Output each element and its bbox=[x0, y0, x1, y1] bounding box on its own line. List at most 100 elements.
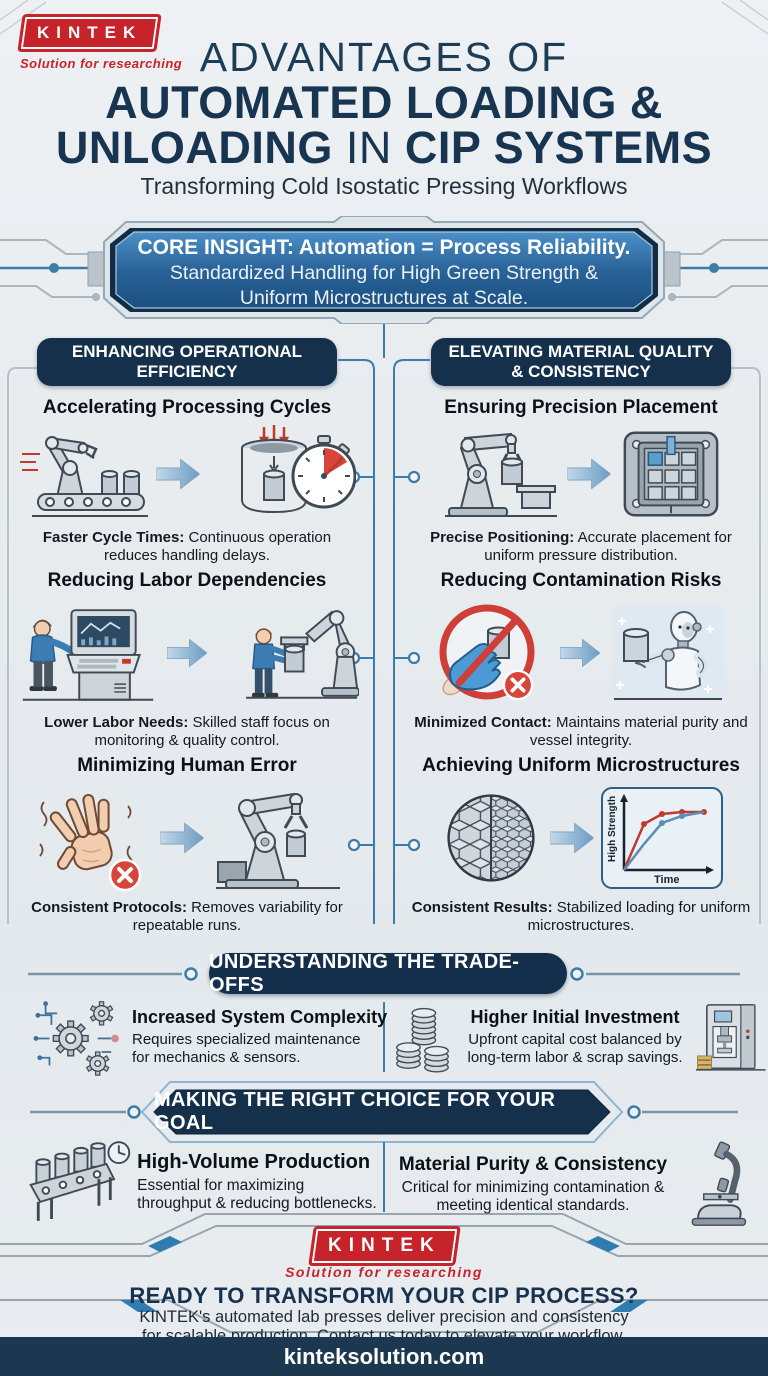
section-accelerating-cycles: Accelerating Processing Cycles bbox=[15, 397, 359, 565]
section-contamination: Reducing Contamination Risks bbox=[409, 570, 753, 750]
choice-desc: Essential for maximizing throughput & re… bbox=[137, 1177, 377, 1212]
title-in: IN bbox=[332, 122, 405, 173]
tradeoff-title: Increased System Complexity bbox=[132, 1007, 388, 1027]
arrow-right-icon bbox=[156, 455, 200, 493]
illustration bbox=[15, 422, 359, 526]
tradeoffs-banner: UNDERSTANDING THE TRADE-OFFS bbox=[209, 951, 567, 996]
caption-rest: Accurate placement for uniform pressure … bbox=[484, 529, 732, 564]
page-title-line3: UNLOADING IN CIP SYSTEMS bbox=[0, 122, 768, 174]
arrow-right-icon bbox=[550, 819, 594, 857]
page-title-line1: ADVANTAGES OF bbox=[199, 34, 569, 80]
caption-rest: Maintains material purity and vessel int… bbox=[529, 714, 748, 749]
section-caption: Minimized Contact: Maintains material pu… bbox=[409, 714, 753, 750]
caption-lead: Consistent Protocols: bbox=[31, 899, 187, 916]
robot-arm-conveyor-icon bbox=[20, 436, 148, 517]
section-title: Achieving Uniform Microstructures bbox=[422, 755, 740, 776]
core-insight-text: CORE INSIGHT: Automation = Process Relia… bbox=[104, 235, 664, 311]
footer-kintek-tagline: Solution for researching bbox=[285, 1264, 483, 1280]
robot-arm-gripper-icon bbox=[216, 792, 340, 889]
section-minimizing-error: Minimizing Human Error bbox=[15, 755, 359, 935]
x-badge-icon bbox=[502, 669, 534, 701]
x-badge-icon bbox=[108, 858, 142, 892]
section-caption: Consistent Results: Stabilized loading f… bbox=[409, 899, 753, 935]
title-unloading: UNLOADING bbox=[55, 122, 333, 173]
fixture-grid-plate-icon bbox=[623, 431, 719, 517]
tradeoff-desc: Upfront capital cost balanced by long-te… bbox=[467, 1031, 683, 1066]
illustration bbox=[409, 595, 753, 711]
choice-title: High-Volume Production bbox=[137, 1151, 371, 1173]
caption-rest: Removes variability for repeatable runs. bbox=[132, 899, 343, 934]
website-bar: kinteksolution.com bbox=[0, 1337, 768, 1376]
operator-control-console-icon bbox=[22, 609, 154, 701]
section-reducing-labor: Reducing Labor Dependencies bbox=[15, 570, 359, 750]
kintek-logo-box: KINTEK bbox=[307, 1226, 461, 1266]
arrow-right-icon bbox=[560, 635, 600, 671]
tradeoff-text: Increased System Complexity Requires spe… bbox=[132, 1007, 388, 1067]
tradeoff-complexity: Increased System Complexity Requires spe… bbox=[30, 996, 388, 1078]
choice-text: Material Purity & Consistency Critical f… bbox=[392, 1154, 674, 1215]
pressure-vessel-stopwatch-icon bbox=[241, 425, 356, 514]
caption-lead: Faster Cycle Times: bbox=[42, 529, 185, 546]
section-title: Minimizing Human Error bbox=[77, 755, 297, 776]
title-cip-systems: CIP SYSTEMS bbox=[404, 122, 713, 173]
caption-lead: Lower Labor Needs: bbox=[44, 714, 189, 731]
choice-banner: MAKING THE RIGHT CHOICE FOR YOUR GOAL bbox=[154, 1089, 556, 1134]
section-caption: Precise Positioning: Accurate placement … bbox=[409, 529, 753, 565]
section-precision-placement: Ensuring Precision Placement bbox=[409, 397, 753, 565]
cta-body-line1: KINTEK's automated lab presses deliver p… bbox=[139, 1308, 629, 1326]
robot-arm-placing-icon bbox=[445, 432, 557, 517]
worker-with-robot-arm-icon bbox=[246, 610, 359, 699]
illustration: High Strength Time bbox=[409, 780, 753, 896]
gears-circuit-icon bbox=[33, 1001, 119, 1076]
choice-desc: Critical for minimizing contamination & … bbox=[401, 1178, 665, 1214]
caption-rest: Continuous operation reduces handling de… bbox=[104, 529, 332, 564]
section-caption: Consistent Protocols: Removes variabilit… bbox=[15, 899, 359, 935]
strength-time-chart-icon: High Strength Time bbox=[601, 787, 723, 889]
caption-rest: Stabilized loading for uniform microstru… bbox=[527, 899, 751, 934]
humanoid-robot-icon bbox=[612, 605, 724, 700]
arrow-right-icon bbox=[567, 455, 611, 493]
arrow-right-icon bbox=[167, 635, 207, 671]
footer-kintek-logo: KINTEK bbox=[0, 1226, 768, 1266]
column-header-efficiency: ENHANCING OPERATIONAL EFFICIENCY bbox=[37, 338, 337, 386]
trembling-hand-icon bbox=[39, 794, 142, 892]
website-link[interactable]: kinteksolution.com bbox=[283, 1344, 485, 1369]
choice-title: Material Purity & Consistency bbox=[398, 1153, 668, 1175]
chart-xlabel: Time bbox=[654, 874, 679, 886]
section-title: Accelerating Processing Cycles bbox=[42, 397, 332, 418]
caption-lead: Consistent Results: bbox=[411, 899, 553, 916]
illustration bbox=[15, 780, 359, 896]
tradeoff-text: Higher Initial Investment Upfront capita… bbox=[460, 1007, 691, 1067]
section-title: Reducing Contamination Risks bbox=[440, 570, 722, 591]
press-machine-icon bbox=[696, 1004, 766, 1071]
column-header-quality: ELEVATING MATERIAL QUALITY & CONSISTENCY bbox=[431, 338, 731, 386]
kintek-logo-text: KINTEK bbox=[327, 1235, 441, 1256]
no-hand-contact-icon bbox=[439, 604, 535, 701]
page-subtitle: Transforming Cold Isostatic Pressing Wor… bbox=[140, 173, 628, 199]
choice-text: High-Volume Production Essential for max… bbox=[137, 1151, 377, 1213]
tradeoff-title: Higher Initial Investment bbox=[470, 1007, 680, 1027]
choice-high-volume: High-Volume Production Essential for max… bbox=[25, 1139, 377, 1225]
section-caption: Faster Cycle Times: Continuous operation… bbox=[15, 529, 359, 565]
illustration bbox=[15, 595, 359, 711]
tradeoff-investment: Higher Initial Investment Upfront capita… bbox=[394, 996, 766, 1078]
core-insight-headline: CORE INSIGHT: Automation = Process Relia… bbox=[137, 236, 631, 259]
illustration bbox=[409, 422, 753, 526]
section-caption: Lower Labor Needs: Skilled staff focus o… bbox=[15, 714, 359, 750]
conveyor-batch-clock-icon bbox=[29, 1141, 131, 1221]
page-title-line2: AUTOMATED LOADING & bbox=[105, 77, 663, 128]
caption-lead: Precise Positioning: bbox=[430, 529, 575, 546]
cta-title: READY TO TRANSFORM YOUR CIP PROCESS? bbox=[129, 1283, 639, 1308]
caption-lead: Minimized Contact: bbox=[414, 714, 552, 731]
section-title: Reducing Labor Dependencies bbox=[47, 570, 327, 591]
coin-stacks-icon bbox=[396, 1007, 449, 1073]
chart-ylabel: High Strength bbox=[607, 796, 618, 862]
core-insight-body1: Standardized Handling for High Green Str… bbox=[169, 262, 599, 284]
grain-microstructure-icon bbox=[447, 794, 535, 882]
kintek-logo: KINTEK Solution for researching bbox=[17, 14, 183, 71]
core-insight-banner bbox=[87, 216, 681, 324]
arrow-right-icon bbox=[160, 819, 204, 857]
kintek-tagline: Solution for researching bbox=[20, 56, 183, 71]
section-uniform-microstructures: Achieving Uniform Microstructures bbox=[409, 755, 753, 935]
